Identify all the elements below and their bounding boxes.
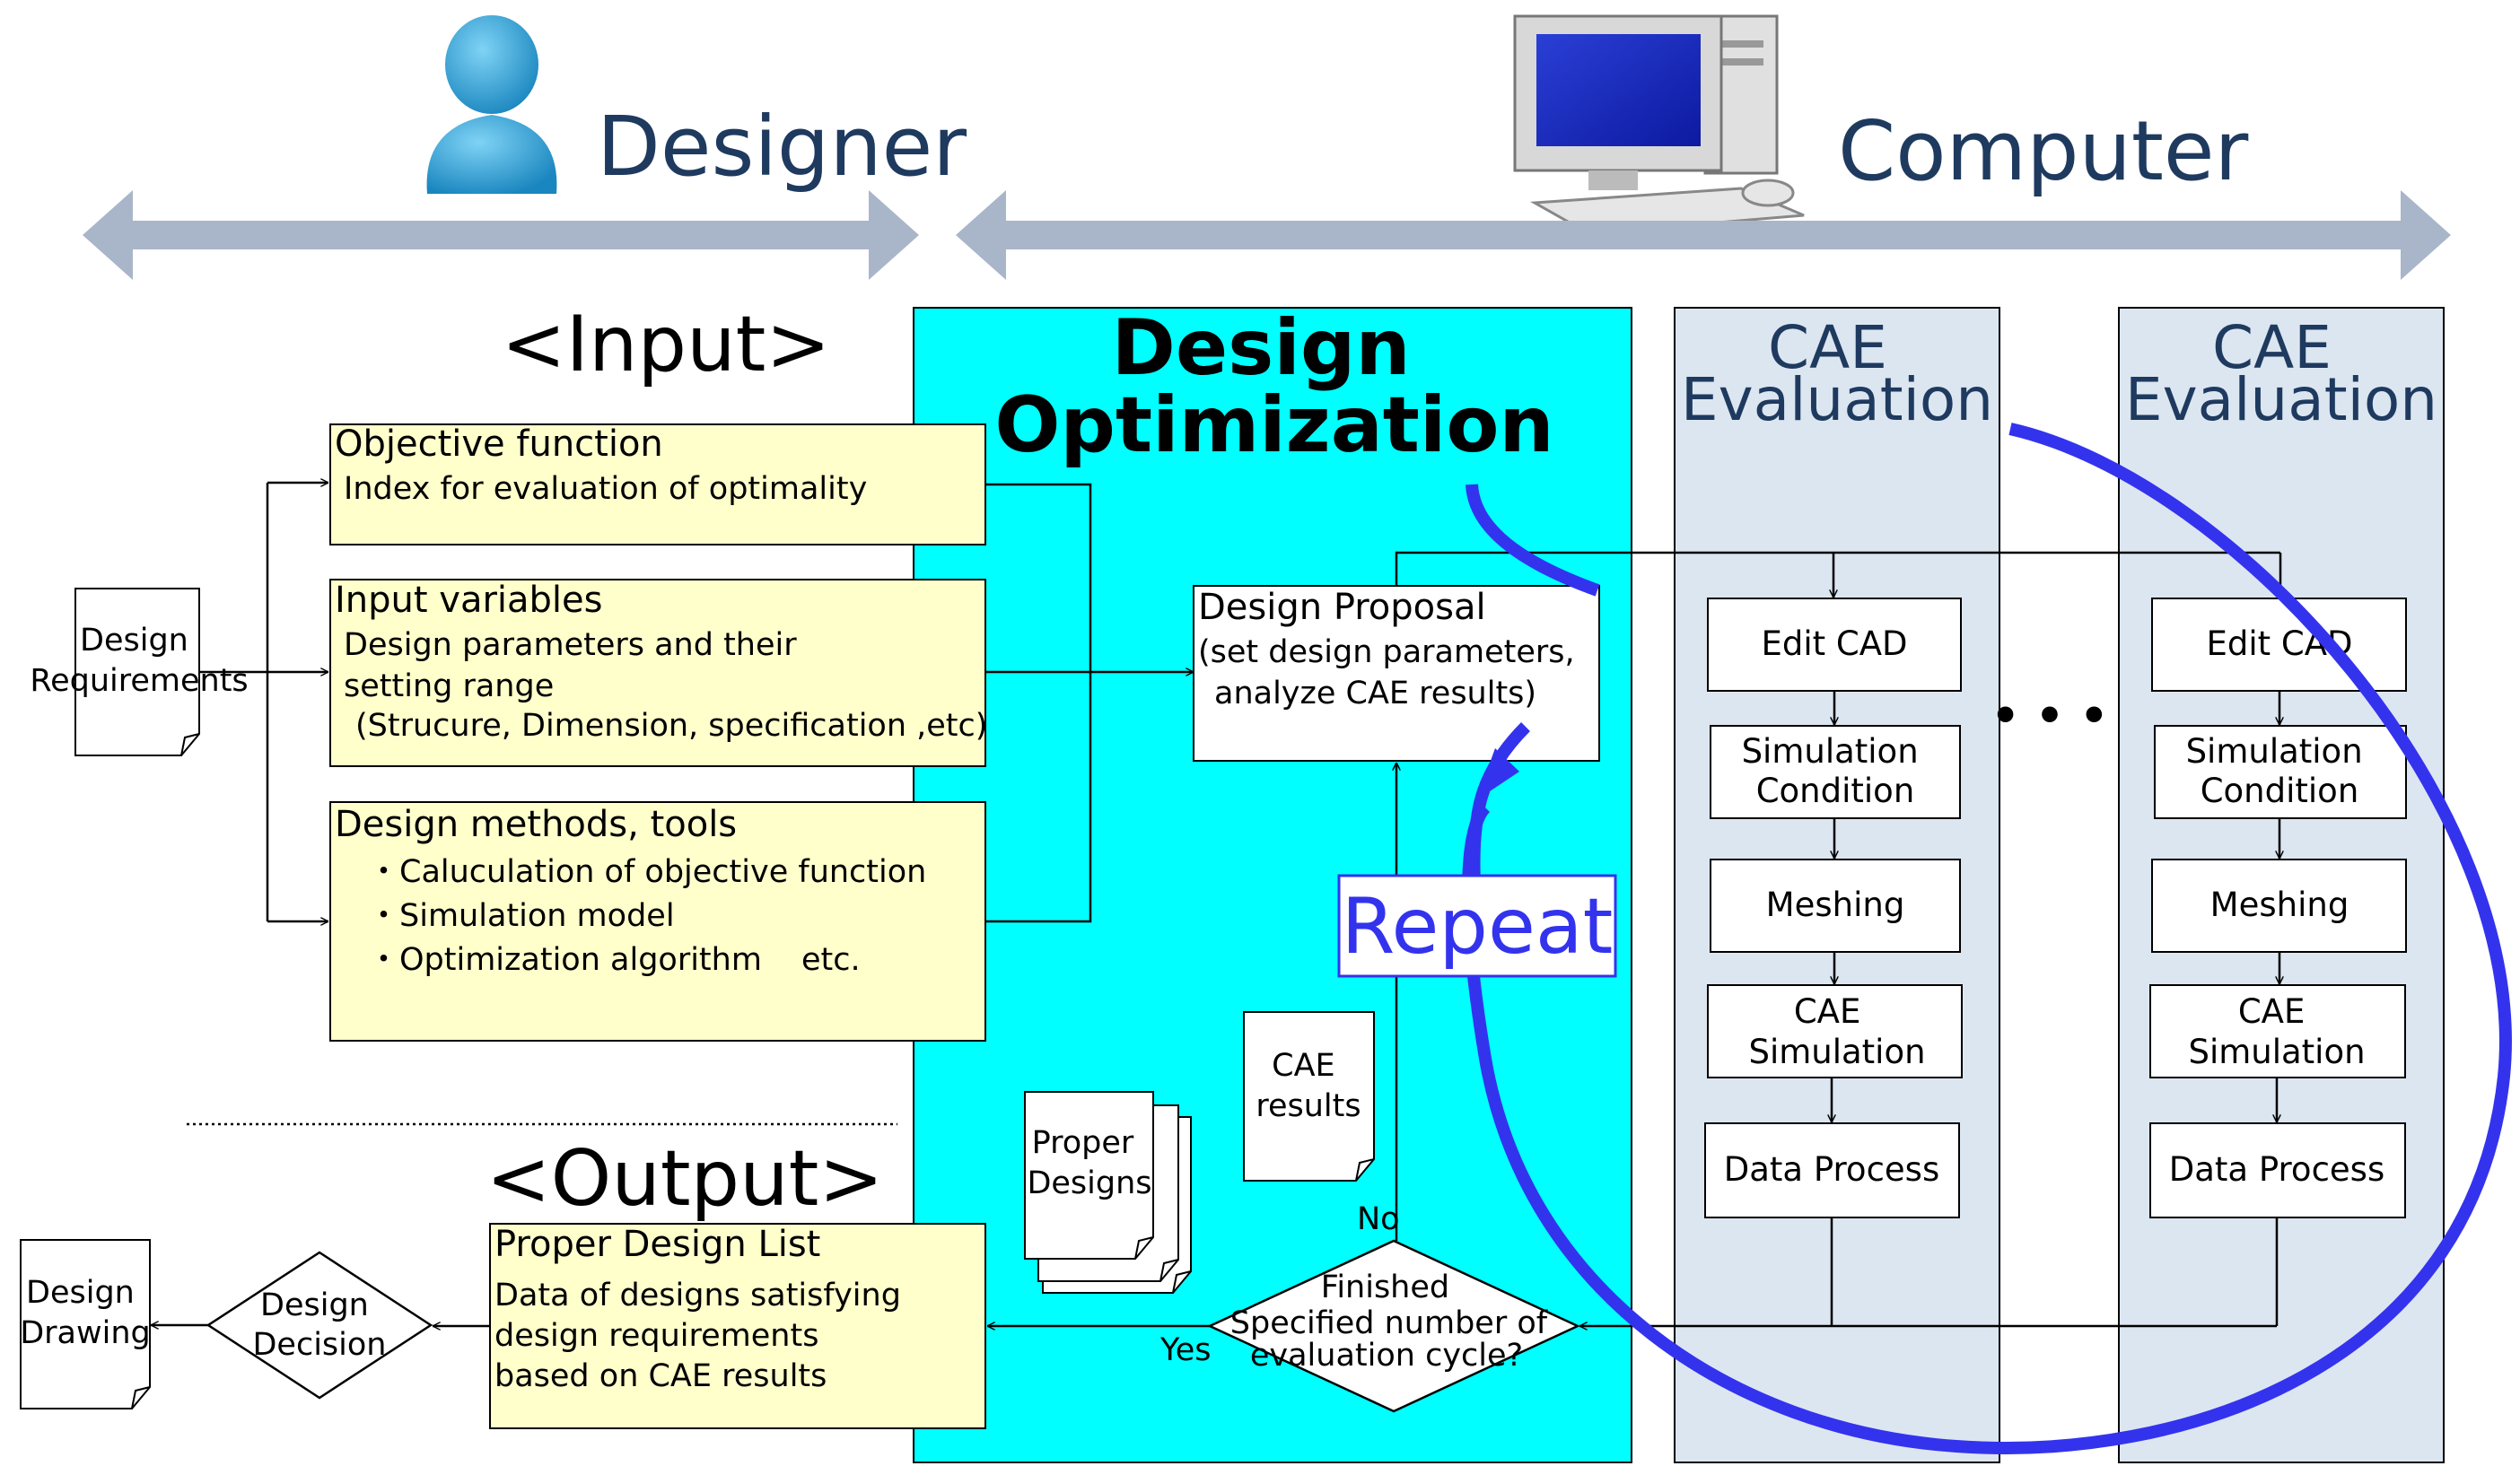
objective-function-title: Objective function [335,423,663,465]
more-columns-ellipsis: • • • [1991,690,2109,742]
decision-no-label: No [1357,1201,1400,1237]
computer-label: Computer [1838,103,2249,199]
output-title: <Output> [486,1134,884,1224]
cae-column-1-title: CAE Evaluation [1681,313,1993,434]
design-proposal-text: (set design parameters, analyze CAE resu… [1198,634,1585,711]
design-requirements-document: Design Requirements [30,588,249,756]
cae-column-2-steps: Edit CAD Simulation Condition Meshing CA… [2149,598,2407,1218]
repeat-label-box: Repeat [1337,874,1617,978]
cae-column-2-title: CAE Evaluation [2125,313,2437,434]
proper-design-list-title: Proper Design List [494,1224,820,1265]
svg-text:Design Decision: Design Decision [252,1287,386,1363]
input-title: <Input> [502,300,831,389]
cae-column-1-steps: Edit CAD Simulation Condition Meshing CA… [1704,598,1963,1218]
data-process-step: Data Process [2169,1150,2384,1189]
objective-function-text: Index for evaluation of optimality [344,471,867,507]
decision-yes-label: Yes [1159,1332,1212,1368]
computer-icon [1513,14,1805,235]
finished-cycle-decision: Finished Specified number of evaluation … [1207,1239,1580,1413]
design-methods-box: Design methods, tools ・Caluculation of o… [329,801,986,1042]
computer-span-arrow [956,190,2451,280]
svg-text:Proper Designs: Proper Designs [1027,1125,1151,1201]
simulation-condition-step: Simulation Condition [2186,732,2374,810]
person-icon [426,15,557,194]
proper-design-list-box: Proper Design List Data of designs satis… [489,1223,986,1429]
objective-function-box: Objective function Index for evaluation … [329,423,986,545]
proper-design-list-text: Data of designs satisfying design requir… [494,1278,911,1394]
input-variables-text: Design parameters and their setting rang… [344,627,987,744]
svg-text:Finished Specified numbe: Finished Specified number of evaluation … [1230,1270,1557,1374]
cae-simulation-step: CAE Simulation [1748,992,1925,1071]
design-methods-title: Design methods, tools [335,804,737,845]
design-decision-diamond: Design Decision [206,1251,433,1400]
requirements-branch-arrows [199,483,328,921]
design-proposal-title: Design Proposal [1198,587,1486,628]
optimization-title: Design Optimization [994,303,1553,470]
cae-results-document: CAE results [1243,1011,1375,1182]
inputs-to-proposal-arrows [985,483,1194,923]
simulation-condition-step: Simulation Condition [1742,732,1929,810]
proper-designs-stack: Proper Designs [1024,1091,1192,1294]
meshing-step: Meshing [1766,886,1905,924]
designer-span-arrow [83,190,919,280]
svg-text:etc.: etc. [801,942,861,978]
designer-label: Designer [597,99,967,195]
design-drawing-document: Design Drawing [20,1239,151,1409]
designer-header: Designer [83,15,967,280]
computer-header: Computer [956,14,2451,280]
cae-return-arrows [1579,1217,2279,1326]
svg-text:Design Requirements: Design Requirements [30,623,248,699]
svg-text:CAE results: CAE results [1256,1048,1361,1124]
edit-cad-step: Edit CAD [1761,624,1907,663]
input-variables-box: Input variables Design parameters and th… [329,579,987,767]
cae-simulation-step: CAE Simulation [2188,992,2365,1071]
input-variables-title: Input variables [335,580,603,621]
design-proposal-box: Design Proposal (set design parameters, … [1193,585,1600,762]
data-process-step: Data Process [1724,1150,1939,1189]
design-methods-text: ・Caluculation of objective function ・Sim… [368,854,937,978]
meshing-step: Meshing [2210,886,2349,924]
repeat-label: Repeat [1342,882,1614,972]
svg-text:Design Drawing: Design Drawing [20,1275,151,1351]
